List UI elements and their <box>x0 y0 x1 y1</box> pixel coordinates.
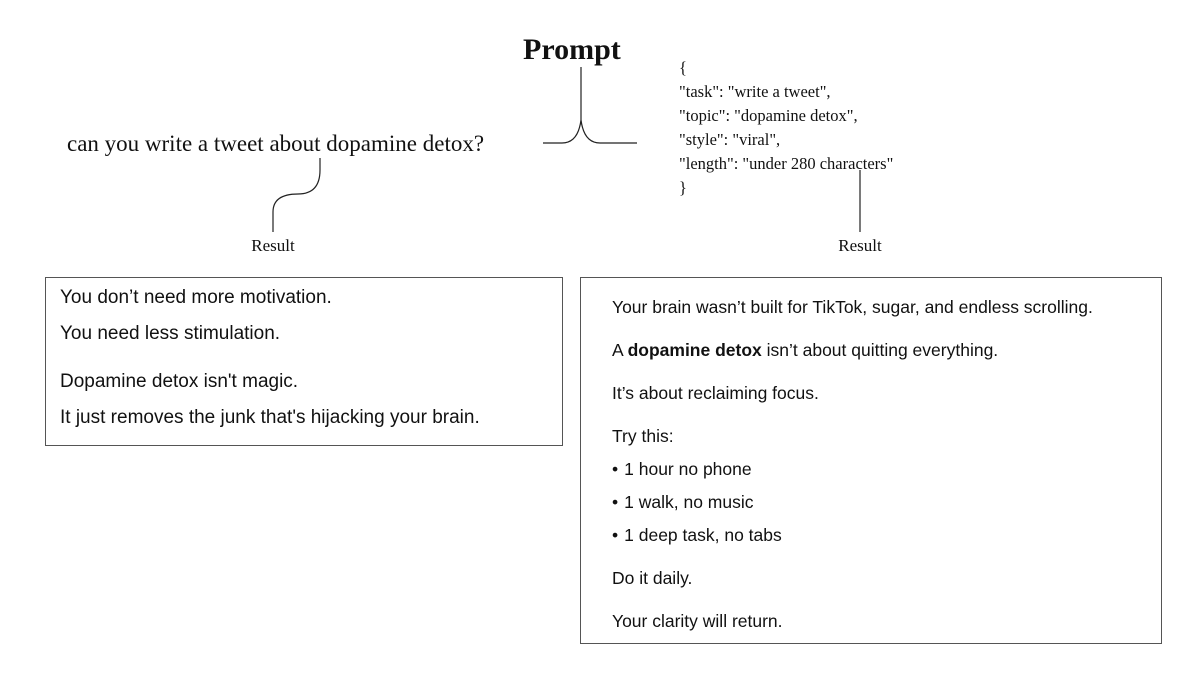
result-right-line: Try this: <box>612 426 674 446</box>
json-prompt: { "task": "write a tweet", "topic": "dop… <box>679 56 893 200</box>
prompt-heading: Prompt <box>523 33 621 66</box>
result-left-line: You need less stimulation. <box>60 323 281 344</box>
result-left-line: Dopamine detox isn't magic. <box>60 371 299 392</box>
result-right-line: Do it daily. <box>612 568 693 588</box>
result-right-line: Your clarity will return. <box>612 611 783 631</box>
json-line: "length": "under 280 characters" <box>679 154 894 173</box>
line-prefix: A <box>612 340 628 360</box>
left-result-connector <box>272 158 321 232</box>
result-left-box: You don’t need more motivation. You need… <box>45 277 563 446</box>
json-line: { <box>679 58 687 77</box>
plain-prompt-text: can you write a tweet about dopamine det… <box>67 131 485 156</box>
bullet-item: 1 deep task, no tabs <box>612 524 1161 546</box>
bullet-item: 1 hour no phone <box>612 458 1161 480</box>
line-suffix: isn’t about quitting everything. <box>761 340 999 360</box>
json-line: } <box>679 178 687 197</box>
bold-phrase: dopamine detox <box>627 340 762 360</box>
brace-connector <box>543 67 637 144</box>
bullet-item: 1 walk, no music <box>612 491 1161 513</box>
result-left-line: You don’t need more motivation. <box>60 287 332 308</box>
result-right-line: Your brain wasn’t built for TikTok, suga… <box>612 297 1093 317</box>
json-line: "task": "write a tweet", <box>679 82 831 101</box>
json-line: "topic": "dopamine detox", <box>679 106 858 125</box>
result-right-line: It’s about reclaiming focus. <box>612 383 819 403</box>
result-left-line: It just removes the junk that's hijackin… <box>60 407 480 428</box>
json-line: "style": "viral", <box>679 130 781 149</box>
result-right-box: Your brain wasn’t built for TikTok, suga… <box>580 277 1162 644</box>
result-right-label: Result <box>838 236 882 255</box>
result-right-line: A dopamine detox isn’t about quitting ev… <box>612 339 1161 361</box>
result-left-label: Result <box>251 236 295 255</box>
